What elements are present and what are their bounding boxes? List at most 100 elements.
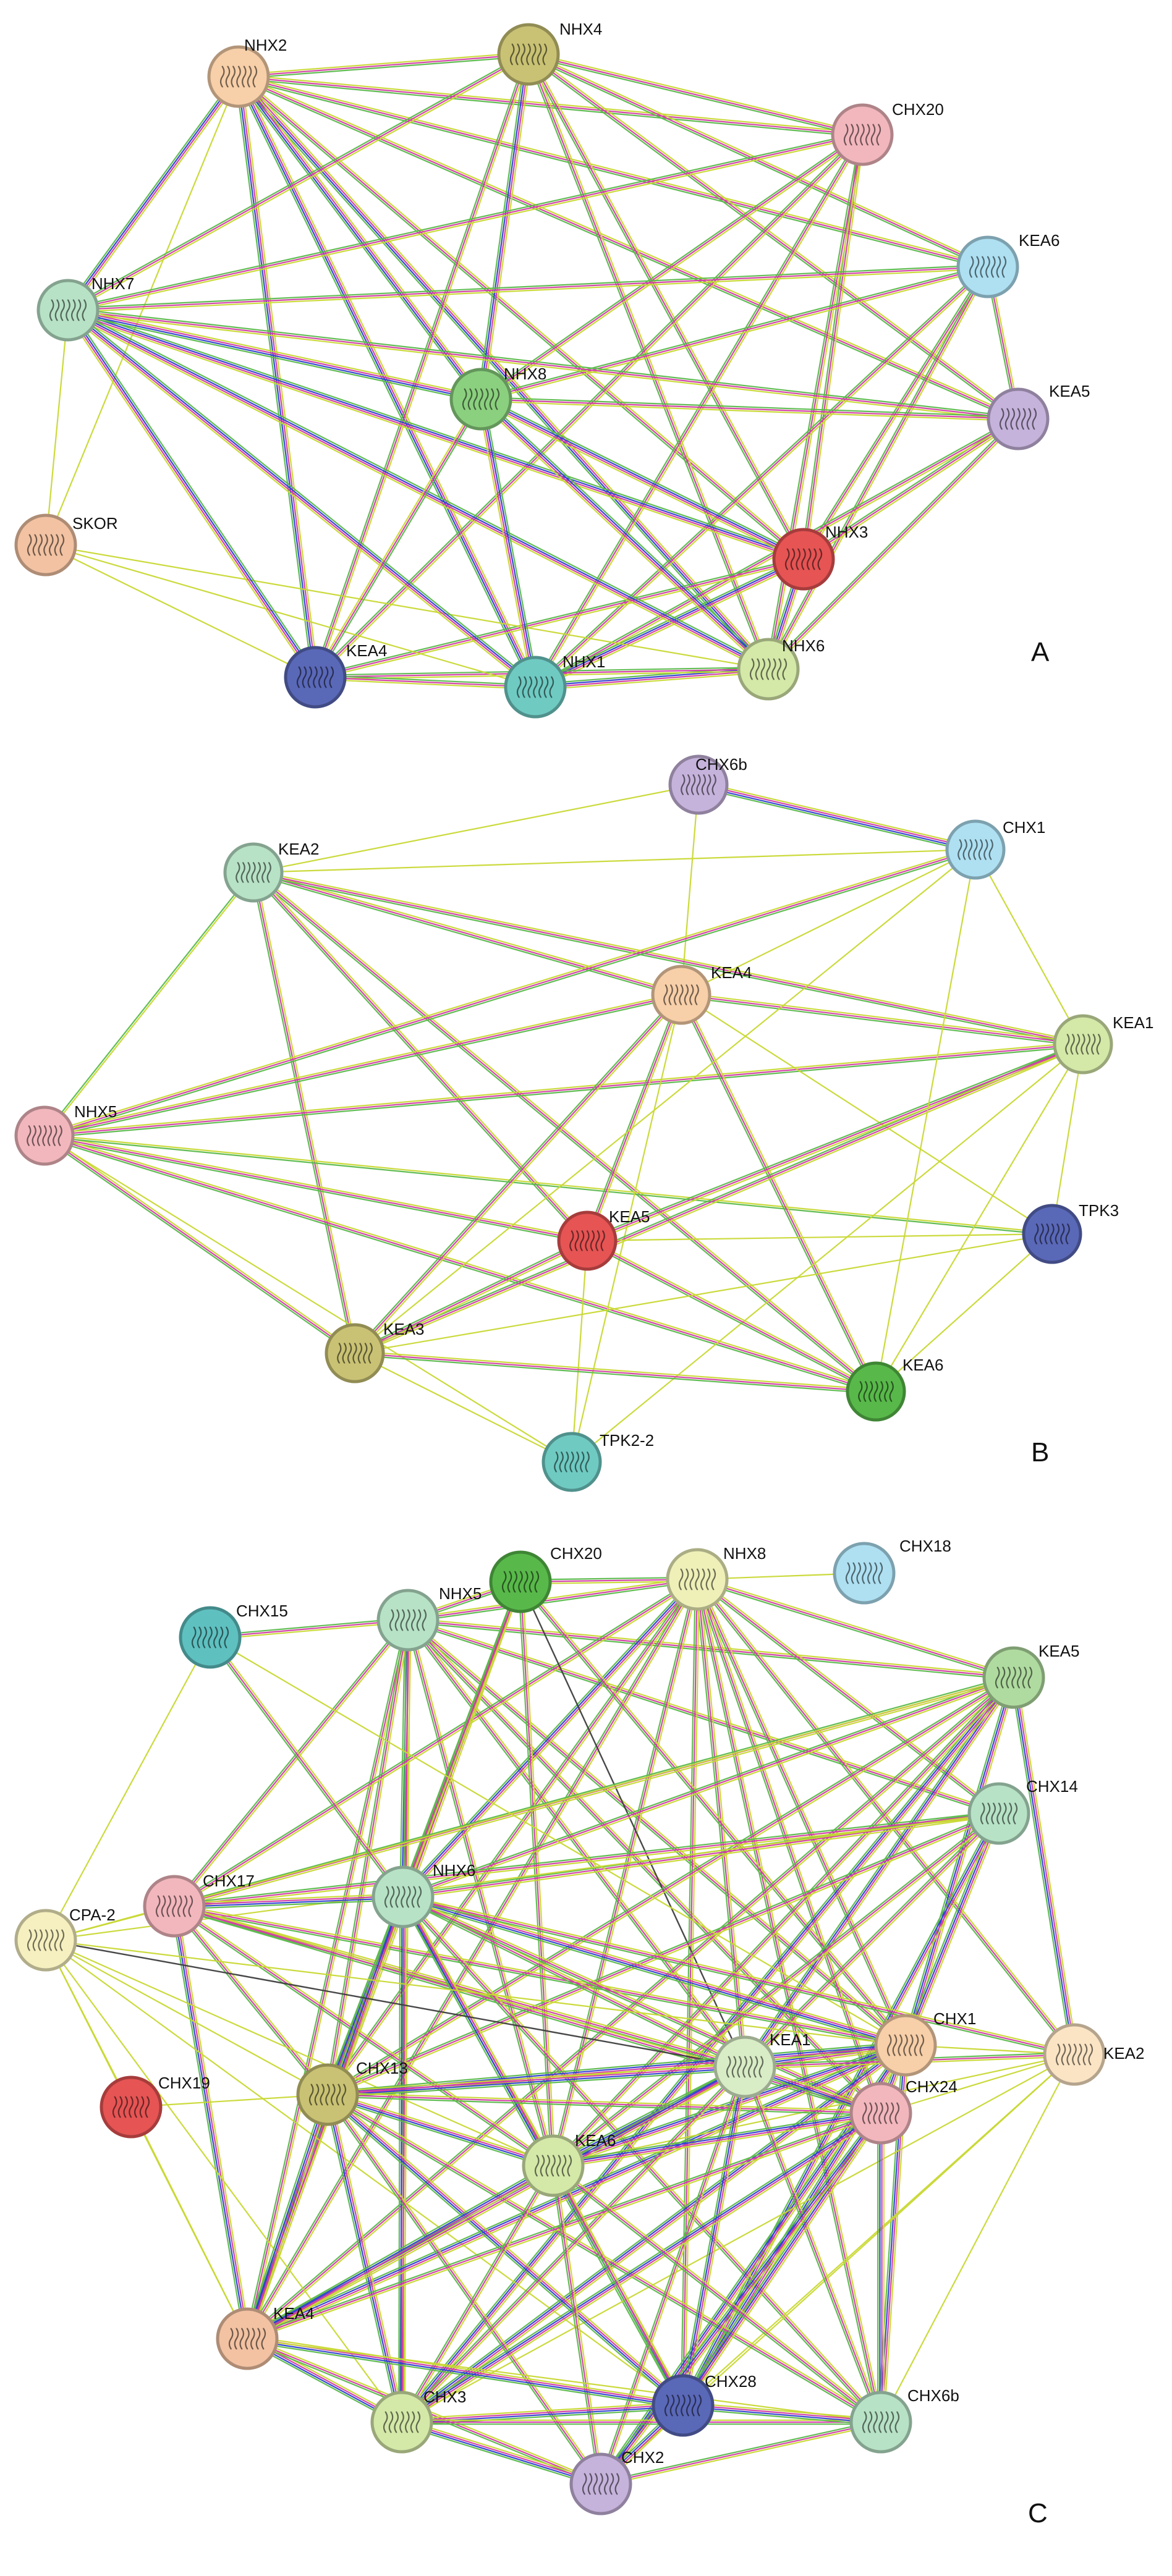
protein-structure-icon: [516, 676, 554, 698]
node-kea5[interactable]: [557, 1210, 618, 1271]
node-label-chx2: CHX2: [621, 2448, 664, 2467]
node-label-tpk3: TPK3: [1079, 1201, 1119, 1220]
node-skor[interactable]: [14, 513, 77, 576]
edge-chx17-chx13: [172, 1904, 330, 2097]
edge-nhx4-nhx7: [66, 52, 530, 313]
node-chx14[interactable]: [967, 1782, 1030, 1845]
node-nhx8[interactable]: [449, 368, 512, 431]
protein-structure-icon: [501, 1571, 540, 1593]
node-chx19[interactable]: [100, 2076, 163, 2139]
node-nhx4[interactable]: [497, 23, 560, 86]
node-nhx3[interactable]: [772, 528, 835, 591]
edge-cpa-2-chx13: [45, 1940, 328, 2095]
node-chx6b[interactable]: [849, 2391, 912, 2454]
node-nhx6[interactable]: [737, 638, 800, 701]
edge-nhx2-nhx3: [237, 74, 805, 562]
node-kea2[interactable]: [1043, 2023, 1106, 2086]
node-kea2[interactable]: [223, 842, 284, 903]
edge-kea5-kea6: [585, 1238, 878, 1394]
node-kea5[interactable]: [987, 387, 1050, 450]
node-chx15[interactable]: [179, 1606, 242, 1669]
node-label-kea6: KEA6: [1019, 231, 1060, 250]
node-chx1[interactable]: [874, 2014, 937, 2077]
protein-structure-icon: [236, 862, 271, 883]
edge-kea5-kea6: [551, 1676, 1016, 2168]
edge-cpa-2-chx15: [45, 1637, 211, 1941]
node-chx17[interactable]: [143, 1875, 206, 1938]
node-chx24[interactable]: [849, 2082, 912, 2145]
protein-structure-icon: [1065, 1034, 1101, 1055]
node-nhx2[interactable]: [207, 45, 270, 108]
protein-structure-icon: [664, 2394, 702, 2417]
protein-structure-icon: [726, 2056, 764, 2078]
node-tpk3[interactable]: [1022, 1204, 1082, 1264]
node-kea6[interactable]: [956, 235, 1019, 298]
edge-nhx5-nhx8: [407, 1576, 698, 1623]
edge-cpa-2-kea1: [45, 1939, 745, 2068]
edge-kea4-skor: [45, 544, 316, 678]
edge-kea5-nhx7: [67, 307, 1019, 422]
node-kea3[interactable]: [325, 1323, 385, 1383]
node-nhx5[interactable]: [376, 1589, 440, 1652]
edge-chx6b-chx1: [697, 781, 977, 853]
node-chx28[interactable]: [652, 2374, 715, 2437]
protein-structure-icon: [554, 1451, 590, 1472]
edge-kea1-chx6b: [742, 2066, 884, 2423]
edge-kea4-kea3: [352, 993, 684, 1355]
node-nhx1[interactable]: [504, 656, 567, 719]
edge-nhx8-chx1: [695, 1578, 908, 2046]
edge-kea6-nhx7: [67, 264, 988, 313]
edge-nhx4-nhx6: [525, 53, 771, 670]
node-chx13[interactable]: [296, 2063, 359, 2126]
node-chx1[interactable]: [945, 819, 1006, 880]
node-tpk2-2[interactable]: [541, 1432, 602, 1492]
node-label-chx18: CHX18: [899, 1537, 951, 1555]
node-kea6[interactable]: [522, 2134, 585, 2197]
protein-structure-icon: [191, 1626, 229, 1649]
node-chx2[interactable]: [569, 2452, 632, 2515]
protein-structure-icon: [969, 256, 1007, 278]
node-kea5[interactable]: [982, 1646, 1045, 1709]
node-kea4[interactable]: [651, 965, 711, 1025]
edge-kea5-cpa-2: [45, 1676, 1014, 1941]
node-label-kea2: KEA2: [1103, 2044, 1145, 2063]
edge-kea2-kea4: [252, 869, 682, 998]
edge-chx19-chx13: [130, 2093, 328, 2108]
edge-chx1-kea4: [245, 2042, 907, 2342]
node-kea1[interactable]: [713, 2035, 776, 2098]
node-label-kea6: KEA6: [902, 1356, 944, 1374]
node-kea4[interactable]: [216, 2307, 279, 2370]
protein-structure-icon: [569, 1230, 605, 1251]
node-chx20[interactable]: [489, 1550, 552, 1613]
node-chx3[interactable]: [370, 2391, 433, 2454]
node-nhx5[interactable]: [14, 1105, 75, 1166]
node-chx20[interactable]: [831, 103, 894, 166]
edge-kea5-kea3: [354, 1238, 588, 1356]
edge-kea2-kea6: [553, 2053, 1075, 2167]
edge-cpa-2-chx1: [45, 1939, 906, 2046]
edge-kea5-nhx6: [766, 416, 1021, 672]
node-kea4[interactable]: [284, 646, 347, 709]
node-kea1[interactable]: [1053, 1014, 1113, 1075]
node-kea6[interactable]: [846, 1361, 906, 1422]
protein-structure-icon: [219, 65, 258, 88]
node-chx18[interactable]: [833, 1542, 896, 1605]
node-label-chx20: CHX20: [892, 100, 944, 119]
node-cpa-2[interactable]: [14, 1909, 77, 1972]
node-nhx8[interactable]: [666, 1548, 729, 1611]
edge-nhx5-chx17: [172, 1618, 410, 1908]
edge-kea1-tpk3: [1051, 1044, 1084, 1235]
node-chx6b[interactable]: [668, 754, 729, 815]
node-nhx6[interactable]: [372, 1865, 435, 1928]
protein-structure-icon: [858, 1381, 894, 1402]
edge-kea4-kea1: [681, 992, 1084, 1047]
node-nhx7[interactable]: [36, 279, 100, 342]
node-label-kea4: KEA4: [273, 2304, 315, 2323]
edge-chx13-kea6: [326, 2091, 554, 2169]
edge-nhx8-nhx6: [400, 1576, 700, 1900]
protein-structure-icon: [958, 839, 993, 860]
edge-kea5-kea1: [742, 1675, 1017, 2069]
